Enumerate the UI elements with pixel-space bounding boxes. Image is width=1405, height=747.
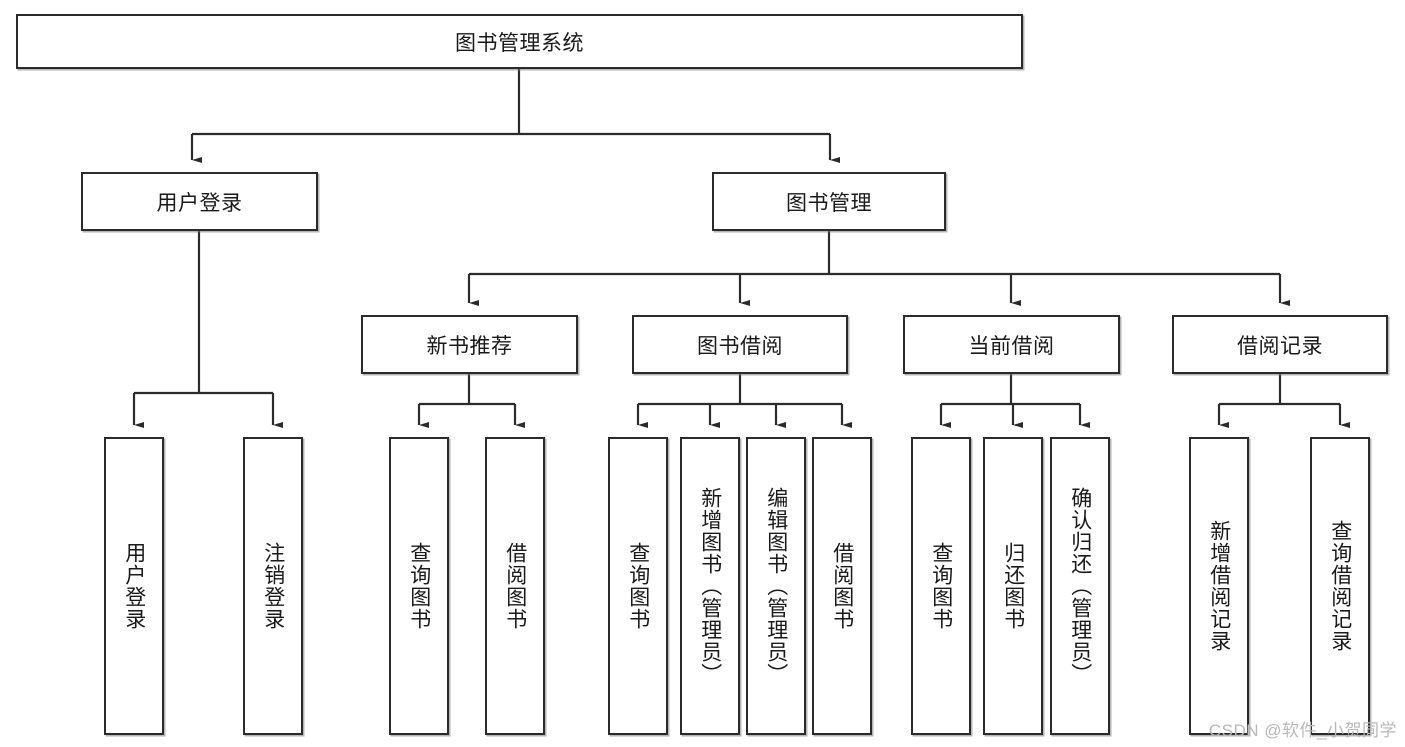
node-label: 查询图书 — [407, 542, 431, 630]
node-leaf-logout[interactable]: 注销登录 — [243, 437, 303, 735]
node-label: 新书推荐 — [426, 334, 513, 358]
node-label: 新增借阅记录 — [1207, 520, 1231, 652]
node-book-manage[interactable]: 图书管理 — [712, 172, 946, 231]
node-label: 查询图书 — [929, 542, 953, 630]
edges-current-borrow-to-leaves — [939, 374, 1090, 428]
node-new-book-recommend[interactable]: 新书推荐 — [361, 315, 578, 374]
node-label: 查询借阅记录 — [1328, 520, 1352, 652]
node-label: 编辑图书（管理员） — [764, 487, 788, 685]
node-label: 当前借阅 — [968, 334, 1055, 358]
node-label: 图书管理 — [786, 191, 872, 215]
edges-book-borrow-to-leaves — [636, 374, 852, 428]
node-label: 用户登录 — [122, 542, 146, 630]
node-label: 借阅图书 — [830, 542, 854, 630]
node-label: 注销登录 — [261, 542, 285, 630]
node-label: 确认归还（管理员） — [1068, 487, 1092, 685]
node-label: 图书管理系统 — [455, 31, 584, 55]
node-label: 借阅记录 — [1237, 334, 1323, 358]
edges-root-to-level2 — [190, 69, 840, 163]
node-label: 归还图书 — [1001, 542, 1025, 630]
node-root-system[interactable]: 图书管理系统 — [16, 14, 1023, 69]
node-leaf-return-book[interactable]: 归还图书 — [983, 437, 1043, 735]
edges-new-book-recommend-to-leaves — [417, 374, 525, 428]
node-leaf-edit-book[interactable]: 编辑图书（管理员） — [746, 437, 806, 735]
node-leaf-confirm-return[interactable]: 确认归还（管理员） — [1050, 437, 1110, 735]
node-leaf-query-book-2[interactable]: 查询图书 — [608, 437, 668, 735]
edges-user-login-to-leaves — [132, 231, 283, 428]
node-leaf-query-book-3[interactable]: 查询图书 — [911, 437, 971, 735]
node-user-login[interactable]: 用户登录 — [81, 172, 318, 231]
node-leaf-add-book[interactable]: 新增图书（管理员） — [680, 437, 740, 735]
node-current-borrow[interactable]: 当前借阅 — [903, 315, 1120, 374]
node-leaf-query-book-1[interactable]: 查询图书 — [389, 437, 449, 735]
edges-book-manage-to-level3 — [467, 231, 1290, 306]
node-leaf-borrow-book-2[interactable]: 借阅图书 — [812, 437, 872, 735]
node-label: 图书借阅 — [697, 334, 783, 358]
node-leaf-borrow-book-1[interactable]: 借阅图书 — [485, 437, 545, 735]
node-label: 新增图书（管理员） — [698, 487, 722, 685]
node-label: 借阅图书 — [503, 542, 527, 630]
node-leaf-add-record[interactable]: 新增借阅记录 — [1189, 437, 1249, 735]
node-book-borrow[interactable]: 图书借阅 — [632, 315, 848, 374]
node-label: 用户登录 — [156, 191, 243, 215]
node-leaf-query-record[interactable]: 查询借阅记录 — [1310, 437, 1370, 735]
node-leaf-user-login[interactable]: 用户登录 — [104, 437, 164, 735]
csdn-watermark: CSDN @软件_小贺同学 — [1208, 721, 1397, 740]
edges-borrow-record-to-leaves — [1217, 374, 1350, 428]
node-borrow-record[interactable]: 借阅记录 — [1172, 315, 1388, 374]
node-label: 查询图书 — [626, 542, 650, 630]
